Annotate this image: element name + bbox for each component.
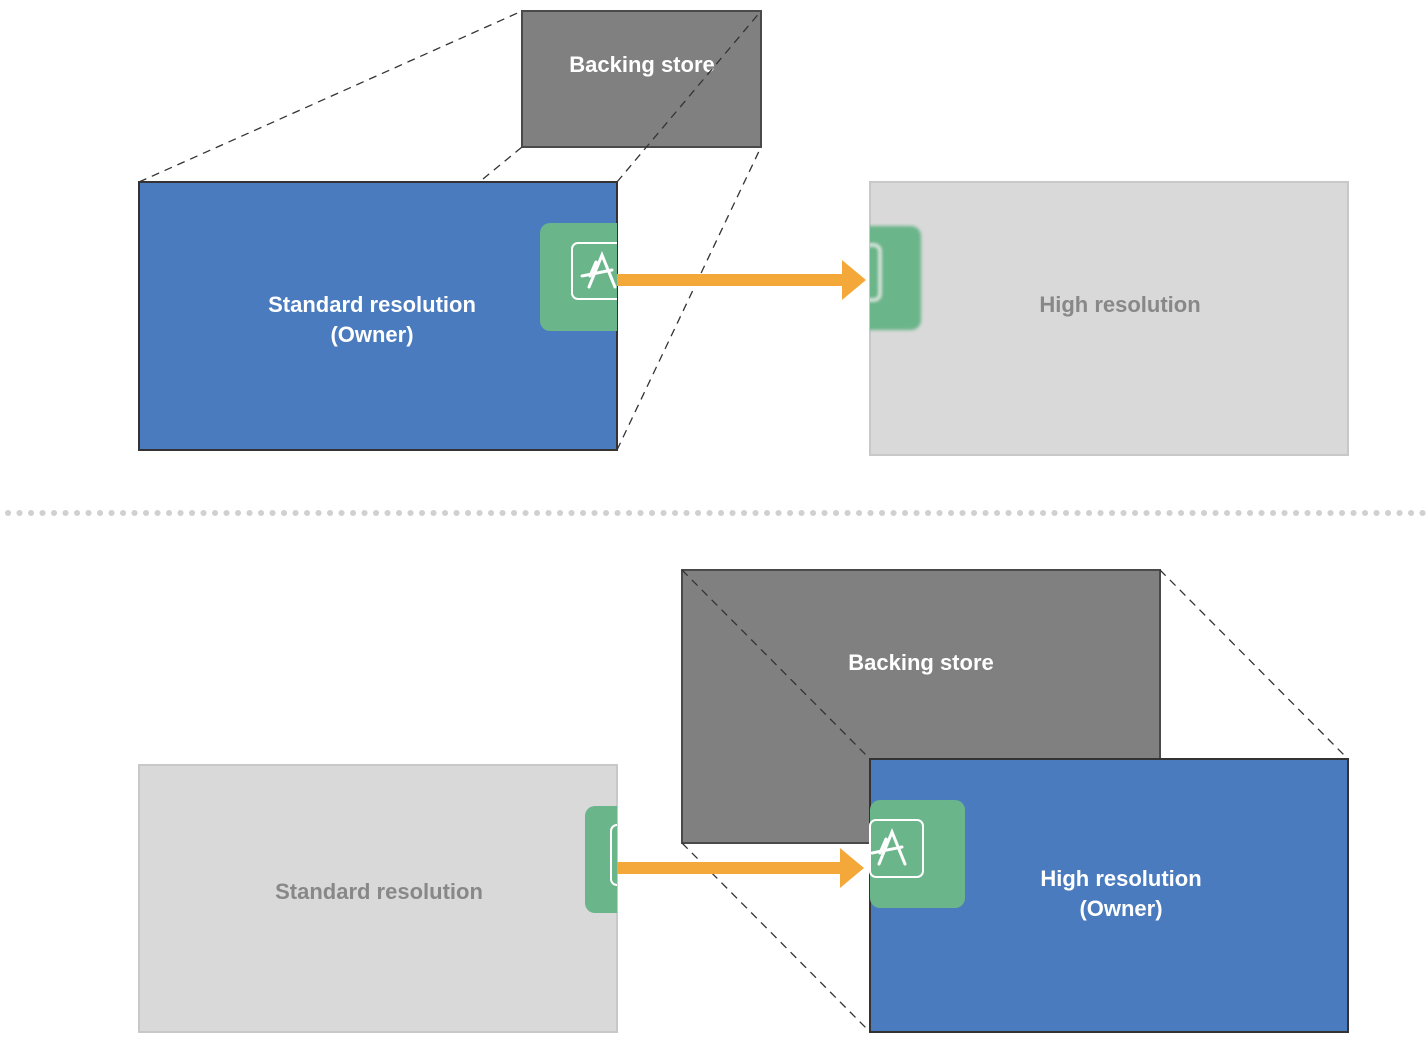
bottom-owner-label-line2: (Owner) <box>1079 896 1162 921</box>
top-move-arrow <box>617 260 866 300</box>
top-target-window <box>869 181 1349 456</box>
top-owner-label-line1: Standard resolution <box>268 292 476 317</box>
app-store-ghost-icon <box>870 226 921 330</box>
bottom-backing-store-label: Backing store <box>848 650 994 675</box>
bottom-source-label: Standard resolution <box>275 879 483 904</box>
top-owner-label-line2: (Owner) <box>330 322 413 347</box>
top-backing-store-label: Backing store <box>569 52 715 77</box>
app-store-icon <box>540 223 617 331</box>
top-target-label: High resolution <box>1039 292 1200 317</box>
bottom-panel: Backing store Standard resolution High r… <box>138 569 1349 1033</box>
app-store-icon <box>869 800 965 908</box>
bottom-owner-label-line1: High resolution <box>1040 866 1201 891</box>
top-panel: Backing store Standard resolution (Owner… <box>138 10 1349 456</box>
top-projection-lines <box>138 10 762 451</box>
bottom-move-arrow <box>617 848 864 888</box>
bottom-projection-lines <box>681 569 1349 1033</box>
bottom-source-window <box>138 764 618 1033</box>
top-backing-store <box>521 10 762 148</box>
top-owner-window <box>138 181 618 451</box>
app-store-source-icon <box>585 806 617 913</box>
